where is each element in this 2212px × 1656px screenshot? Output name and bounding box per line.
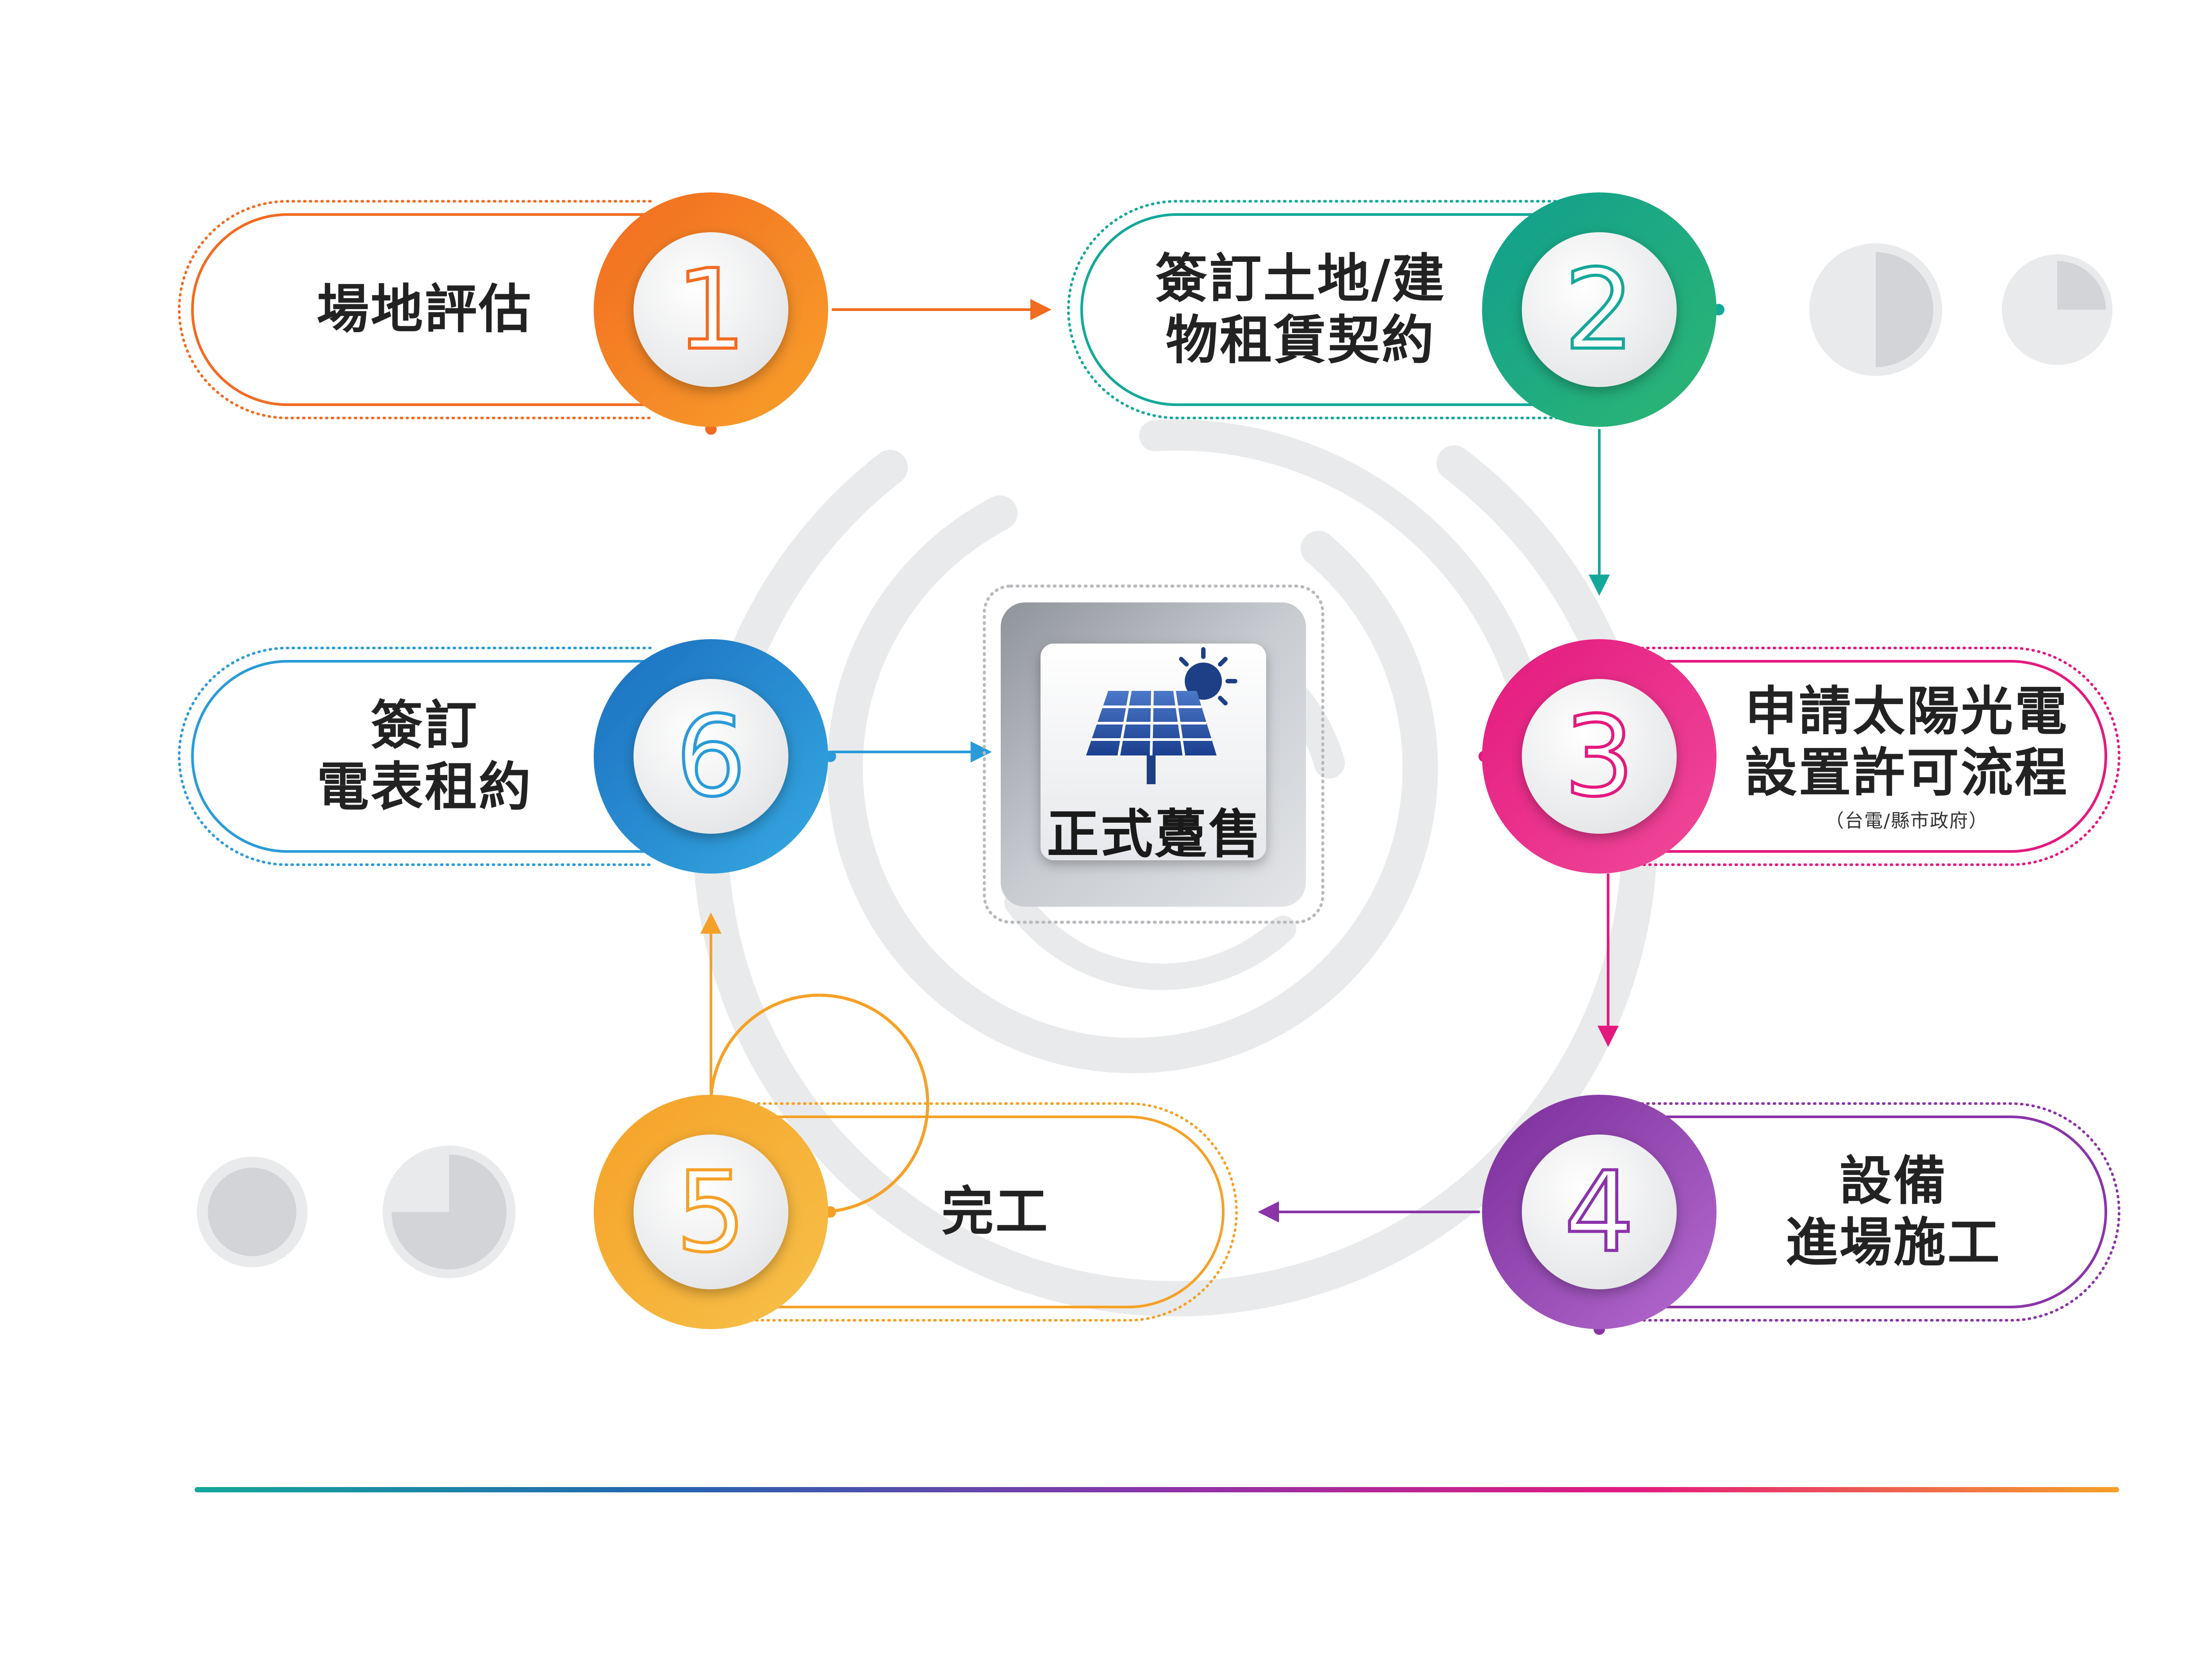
step-6-disc — [634, 679, 788, 834]
step-1 — [178, 192, 828, 435]
decorative-pie-bottom-full — [197, 1157, 307, 1267]
step-1-label: 場地評估 — [265, 221, 584, 398]
decorative-pie-top-quarter — [2002, 254, 2112, 365]
step-2-label: 簽訂土地/建 物租賃契約 — [1097, 221, 1504, 398]
step-5 — [594, 993, 1238, 1329]
step-4-label-line-2: 進場施工 — [1785, 1212, 2001, 1273]
step-4-pill-dotted — [1600, 1102, 2120, 1322]
step-5-label: 完工 — [841, 1123, 1150, 1300]
step-6-number: 6 — [674, 690, 748, 822]
step-2-disc — [1522, 232, 1677, 387]
step-5-pill-outline — [712, 1116, 1225, 1308]
step-1-pill-outline — [191, 213, 650, 406]
step-6-label-line-2: 電表租約 — [316, 756, 533, 817]
step-4-disc — [1522, 1135, 1677, 1289]
step-4-pill-outline — [1601, 1116, 2107, 1308]
step-3 — [1479, 639, 2120, 874]
step-1-disc — [634, 232, 788, 387]
decorative-pie-top-half — [1809, 243, 1942, 376]
step-3-label-note: （台電/縣市政府） — [1825, 810, 1989, 832]
step-6-label-line-1: 簽訂 — [370, 694, 479, 756]
step-2-pill-outline — [1080, 213, 1601, 406]
step-2-label-line-2: 物租賃契約 — [1165, 310, 1436, 371]
step-3-label: 申請太陽光電 設置許可流程 （台電/縣市政府） — [1717, 663, 2097, 849]
center-title: 正式躉售 — [1047, 803, 1263, 865]
step-1-number: 1 — [674, 244, 748, 376]
step-2-number: 2 — [1563, 244, 1636, 376]
bottom-gradient-line — [195, 1487, 2119, 1492]
step-1-label-line-1: 場地評估 — [316, 279, 533, 340]
center-tile — [983, 584, 1325, 924]
step-6 — [178, 639, 836, 874]
step-5-number: 5 — [674, 1146, 748, 1278]
step-5-label-line-1: 完工 — [941, 1181, 1049, 1242]
step-5-disc — [634, 1135, 788, 1289]
decorative-pie-bottom-three-quarter — [383, 1146, 515, 1278]
center-tile-dotted-border — [983, 584, 1325, 924]
step-3-number: 3 — [1563, 690, 1636, 822]
step-4-label: 設備 進場施工 — [1717, 1123, 2070, 1300]
step-6-pill-outline — [191, 660, 650, 853]
step-3-pill-dotted — [1600, 647, 2120, 866]
step-5-ring-arc — [709, 993, 929, 1214]
step-4 — [1482, 1095, 2120, 1335]
step-6-label: 簽訂 電表租約 — [265, 668, 584, 845]
step-3-label-line-1: 申請太陽光電 — [1744, 680, 2069, 742]
step-2 — [1067, 192, 1724, 427]
step-2-label-line-1: 簽訂土地/建 — [1155, 248, 1446, 309]
step-5-pill-dotted — [711, 1102, 1238, 1322]
step-3-pill-outline — [1601, 660, 2107, 853]
solar-panel-icon — [1086, 647, 1237, 784]
step-3-disc — [1522, 679, 1677, 834]
step-4-label-line-1: 設備 — [1839, 1150, 1947, 1211]
step-3-label-line-2: 設置許可流程 — [1744, 742, 2069, 804]
step-4-number: 4 — [1563, 1146, 1636, 1278]
